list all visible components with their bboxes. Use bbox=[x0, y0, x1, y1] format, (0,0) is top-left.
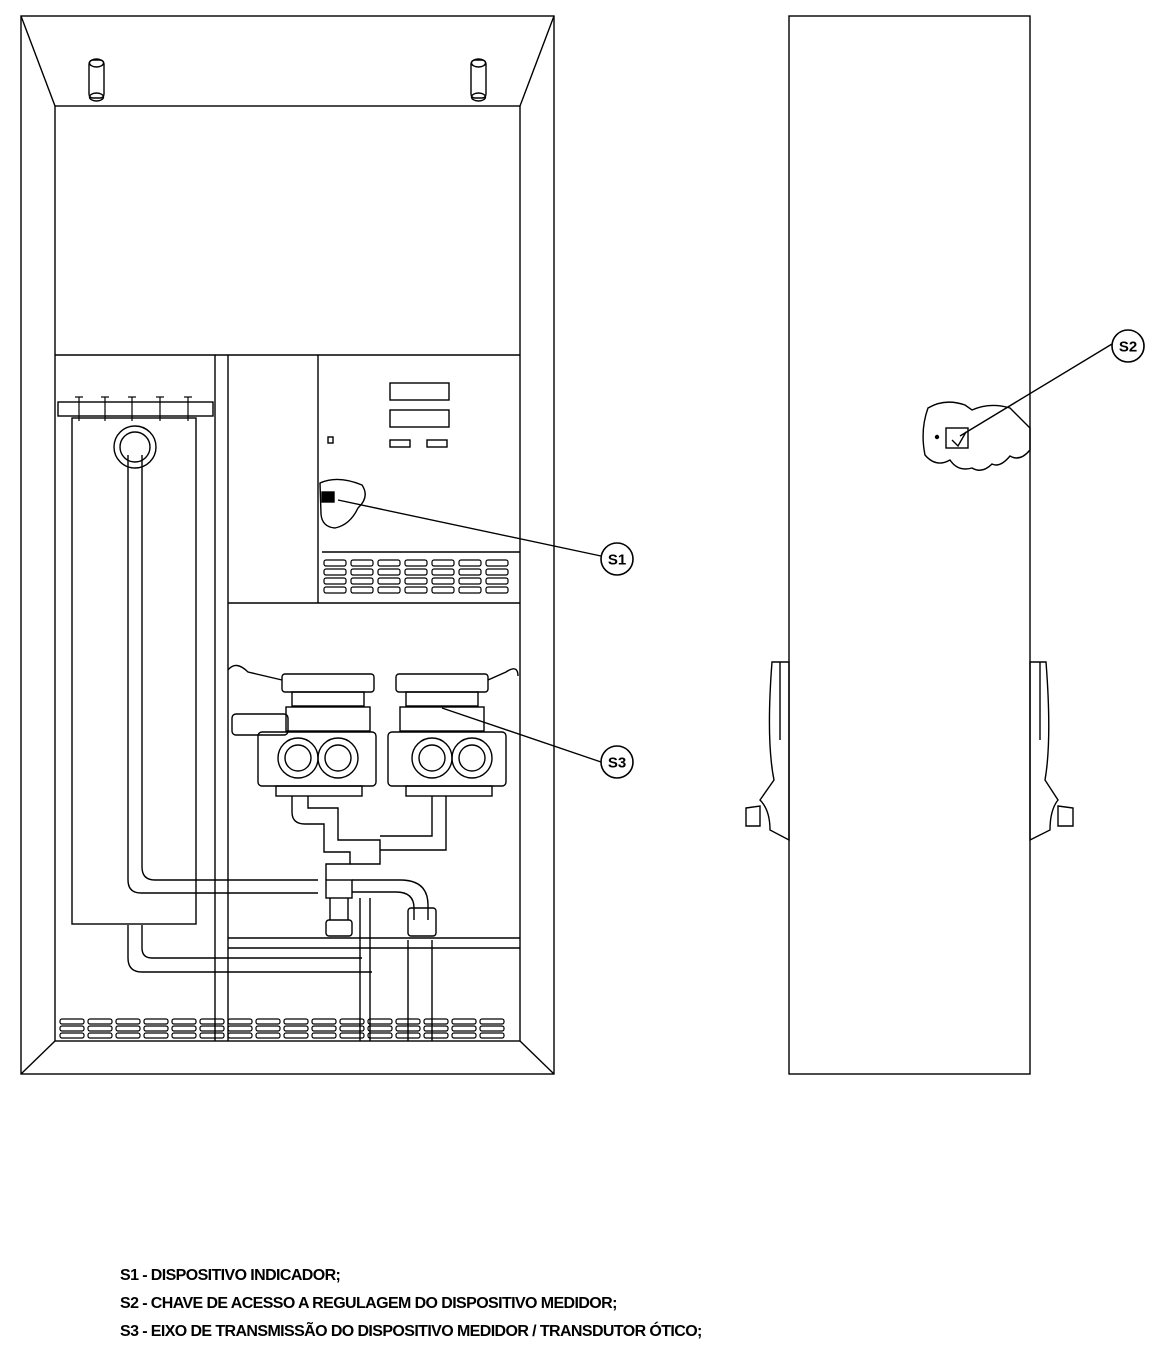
callout-s1: S1 bbox=[600, 542, 634, 576]
filter-body bbox=[71, 417, 197, 925]
callout-s2-label: S2 bbox=[1119, 339, 1137, 356]
side-bracket-left bbox=[745, 661, 790, 842]
filter-header-bar bbox=[57, 401, 214, 417]
vent-slots-panel bbox=[323, 559, 509, 594]
display-window-3 bbox=[389, 439, 411, 448]
callout-s2: S2 bbox=[1111, 329, 1145, 363]
side-panel bbox=[788, 15, 1031, 1075]
leader-s3 bbox=[441, 707, 602, 763]
meter-assembly-left bbox=[227, 664, 377, 797]
indicator-led bbox=[327, 436, 334, 444]
side-view bbox=[745, 15, 1113, 1075]
cabinet-frame bbox=[20, 15, 555, 1075]
display-window-4 bbox=[426, 439, 448, 448]
legend-item-s3: S3 - EIXO DE TRANSMISSÃO DO DISPOSITIVO … bbox=[120, 1323, 702, 1340]
front-view bbox=[20, 15, 602, 1075]
cabinet-opening bbox=[54, 105, 521, 1042]
mounting-pin-right bbox=[470, 58, 487, 102]
display-window-1 bbox=[389, 382, 450, 401]
vent-slots-bottom bbox=[59, 1018, 505, 1039]
leader-s2 bbox=[959, 343, 1113, 437]
legend-item-s1: S1 - DISPOSITIVO INDICADOR; bbox=[120, 1267, 341, 1284]
callout-s3-label: S3 bbox=[608, 755, 626, 772]
display-window-2 bbox=[389, 409, 450, 428]
meter-assembly-right bbox=[387, 668, 519, 797]
legend-list: S1 - DISPOSITIVO INDICADOR; S2 - CHAVE D… bbox=[120, 1262, 702, 1346]
legend-item-s2: S2 - CHAVE DE ACESSO A REGULAGEM DO DISP… bbox=[120, 1295, 617, 1312]
side-bracket-right bbox=[1029, 661, 1074, 842]
access-key-s2 bbox=[922, 401, 1031, 471]
leader-s1 bbox=[337, 499, 602, 557]
callout-s1-label: S1 bbox=[608, 552, 626, 569]
mounting-pin-left bbox=[88, 58, 105, 102]
callout-s3: S3 bbox=[600, 745, 634, 779]
indicating-device-s1 bbox=[319, 478, 520, 553]
